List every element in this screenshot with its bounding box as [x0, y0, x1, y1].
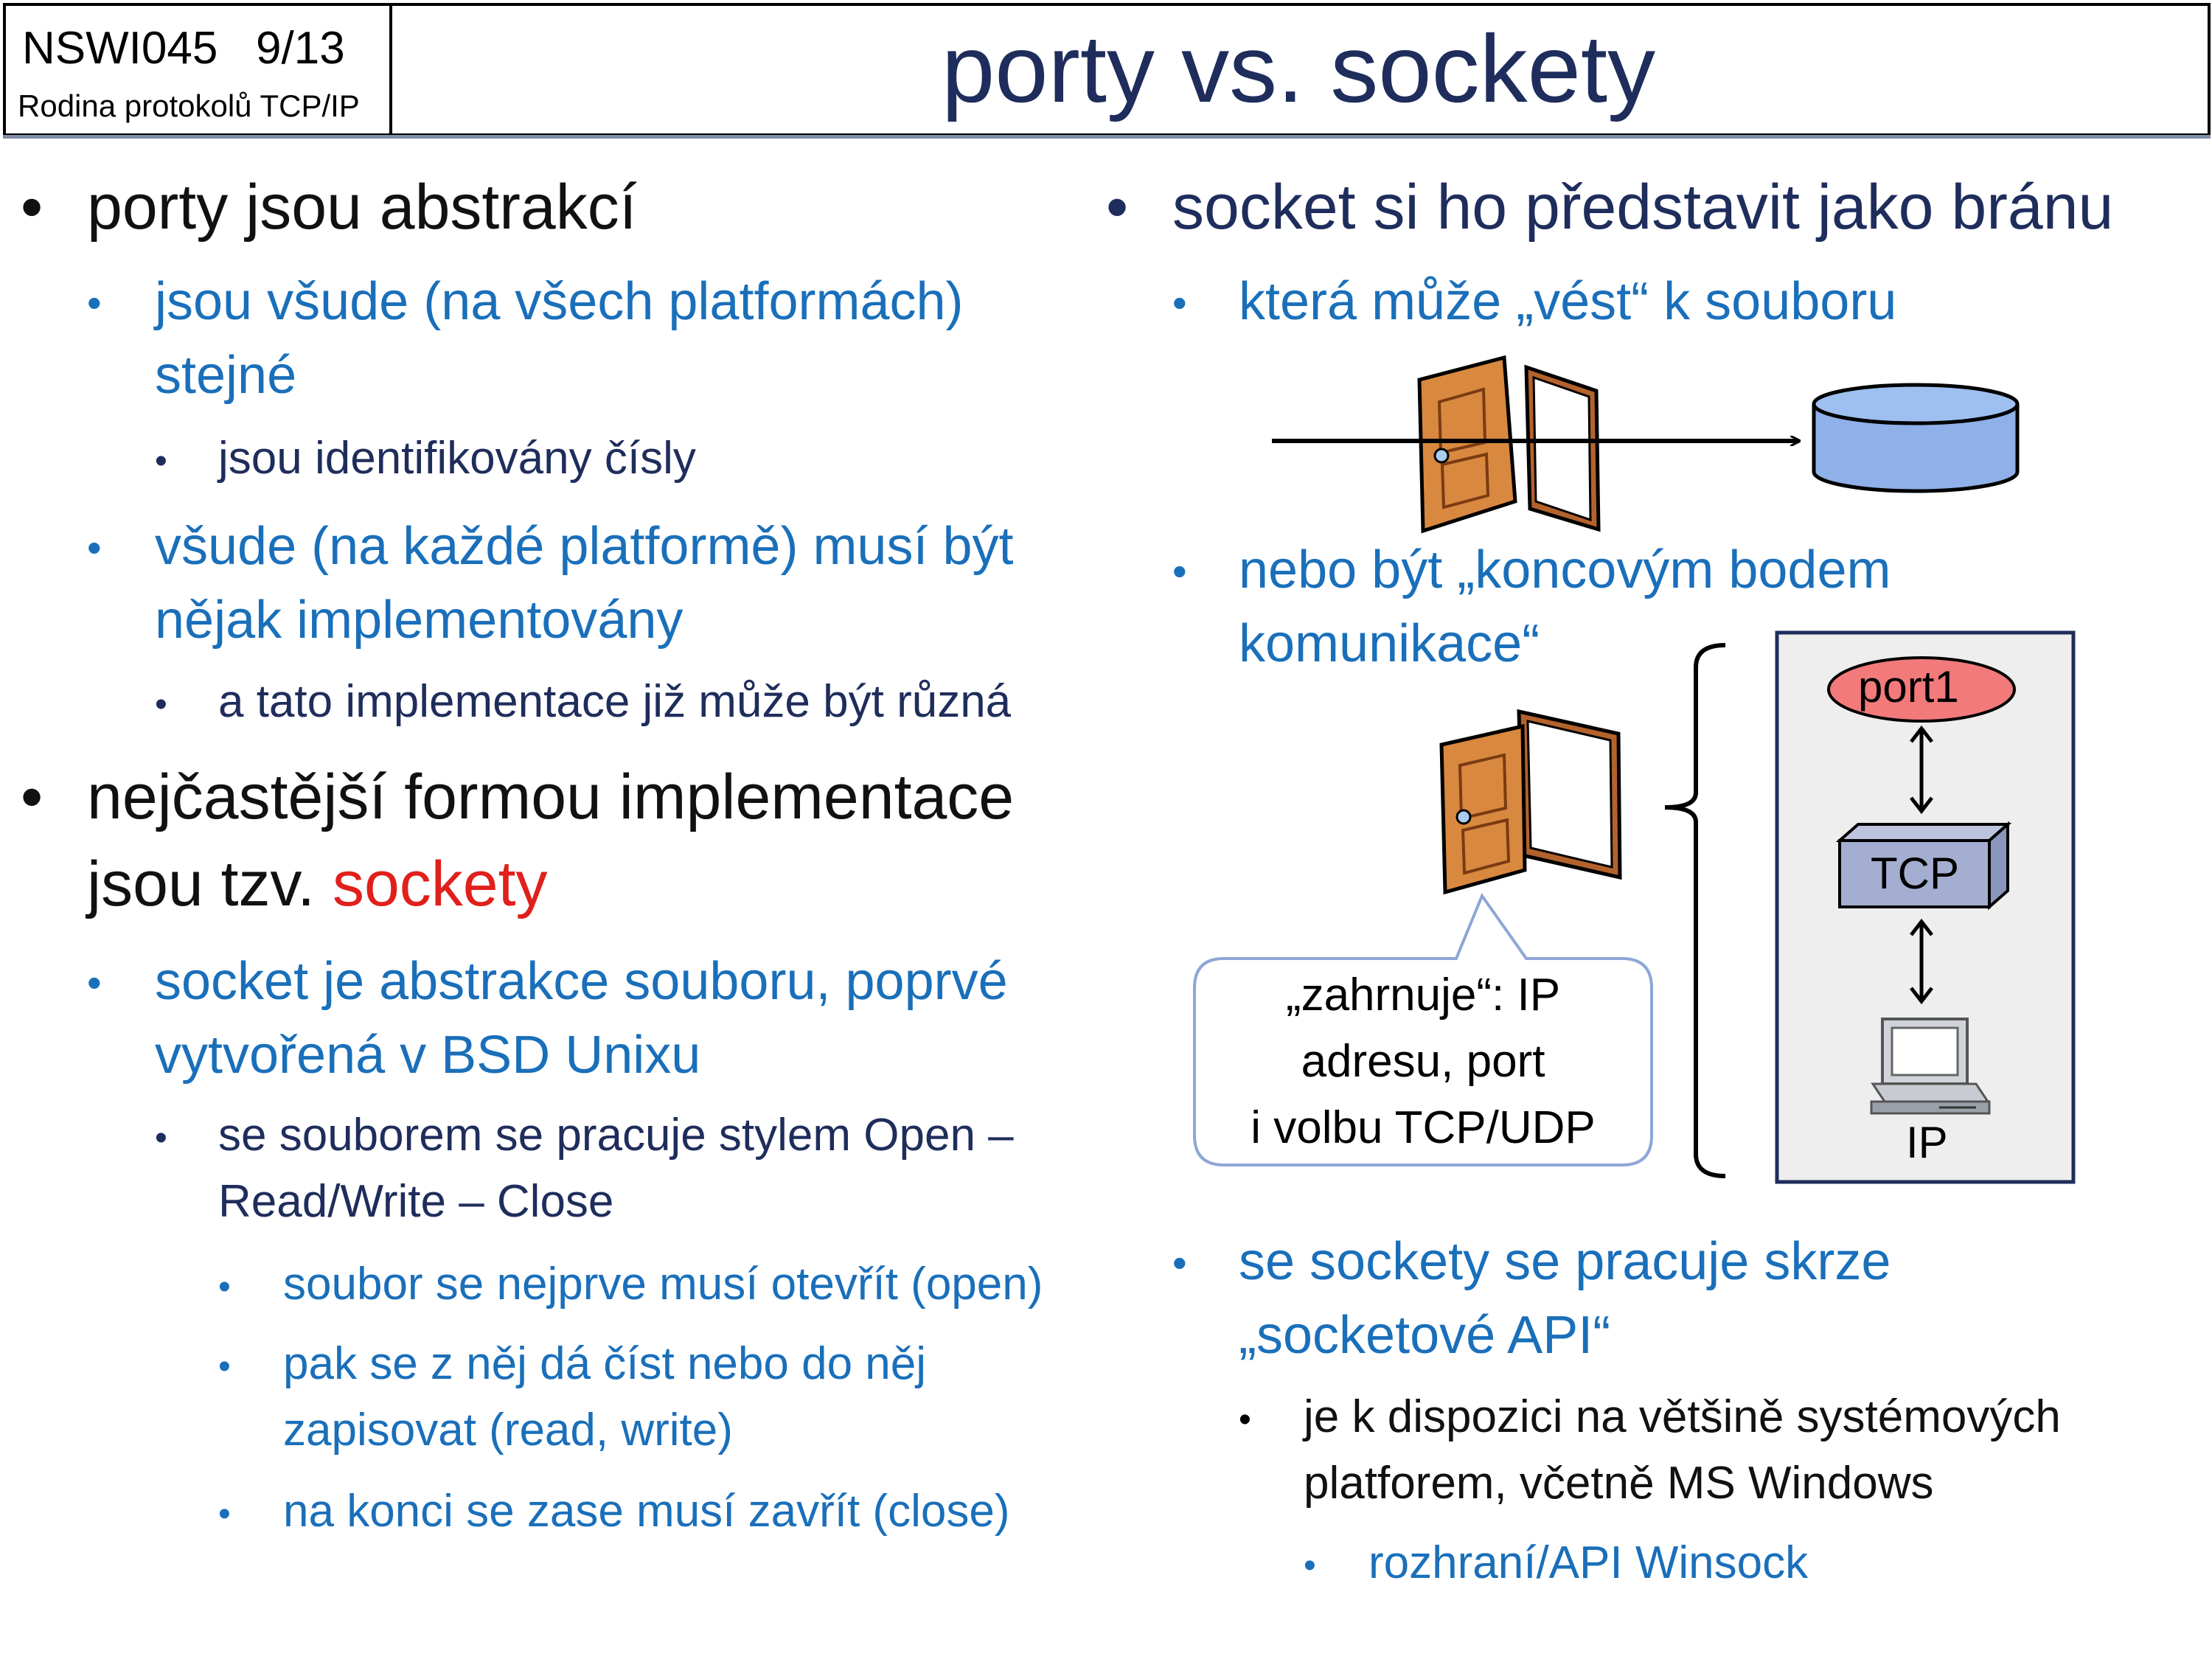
left-item-ports-everywhere-1: jsou všude (na všech platformách): [155, 272, 964, 331]
ip-label: IP: [1906, 1118, 1948, 1167]
left-item-different: a tato implementace již může být různá: [218, 676, 1012, 727]
bullet-dot: •: [87, 959, 102, 1006]
right-item-api-2: „socketové API“: [1239, 1306, 1611, 1365]
left-item-read-write-1: pak se z něj dá číst nebo do něj: [283, 1338, 927, 1389]
bullet-dot: •: [1172, 1239, 1187, 1286]
bullet-dot: •: [87, 524, 102, 571]
header-rule: [3, 135, 2211, 139]
right-item-endpoint-2: komunikace“: [1239, 614, 1540, 673]
page-title: porty vs. sockety: [941, 15, 1656, 122]
bullet-dot: •: [218, 1267, 231, 1307]
bullet-dot: •: [1172, 279, 1187, 326]
right-item-winsock: rozhraní/API Winsock: [1368, 1537, 1809, 1588]
bullet-dot: •: [218, 1495, 231, 1534]
bullet-dot: •: [1172, 548, 1187, 594]
left-item-open: soubor se nejprve musí otevřít (open): [283, 1259, 1043, 1310]
left-item-sockets-2: jsou tzv. sockety: [87, 849, 548, 919]
tcp-label: TCP: [1871, 849, 1959, 898]
left-item-open-close-2: Read/Write – Close: [218, 1176, 614, 1227]
right-item-endpoint-1: nebo být „koncovým bodem: [1239, 540, 1891, 599]
left-item-implemented-1: všude (na každé platformě) musí být: [155, 517, 1014, 576]
bullet-dot: •: [155, 442, 167, 481]
callout-text: „zahrnuje“: IP adresu, port i volbu TCP/…: [1209, 962, 1637, 1161]
curly-brace: [1664, 643, 1726, 1178]
port-oval: [1827, 656, 2016, 723]
course-code: NSWI045 9/13: [22, 23, 345, 74]
right-item-platforms-2: platforem, včetně MS Windows: [1304, 1458, 1934, 1509]
bullet-dot: •: [21, 762, 44, 832]
bullet-dot: •: [155, 1119, 167, 1158]
bullet-dot: •: [1304, 1546, 1316, 1585]
left-item-abstraction-1: socket je abstrakce souboru, poprvé: [155, 952, 1008, 1011]
bullet-dot: •: [218, 1347, 231, 1386]
header-course-box: NSWI045 9/13 Rodina protokolů TCP/IP: [3, 3, 392, 136]
door-icon: [1439, 709, 1622, 895]
highlight-sockets: sockety: [332, 849, 548, 919]
double-arrow-icon: [1910, 725, 1933, 815]
computer-icon: [1870, 1018, 1991, 1115]
right-item-platforms-1: je k dispozici na většině systémových: [1304, 1391, 2061, 1442]
left-item-ports: porty jsou abstrakcí: [87, 172, 637, 243]
door-icon: [1417, 355, 1601, 534]
callout-line-2: adresu, port: [1301, 1036, 1545, 1087]
left-item-read-write-2: zapisovat (read, write): [283, 1405, 733, 1455]
right-item-api-1: se sockety se pracuje skrze: [1239, 1232, 1891, 1291]
left-item-sockets-1: nejčastější formou implementace: [87, 762, 1015, 832]
double-arrow-icon: [1910, 918, 1933, 1005]
left-item-numbers: jsou identifikovány čísly: [218, 433, 696, 484]
bullet-dot: •: [1106, 172, 1129, 243]
bullet-dot: •: [21, 172, 44, 243]
port-label: port1: [1858, 662, 1959, 712]
callout-line-1: „zahrnuje“: IP: [1285, 970, 1561, 1020]
bullet-dot: •: [87, 279, 102, 326]
left-item-abstraction-2: vytvořená v BSD Unixu: [155, 1026, 701, 1085]
page-number: 9/13: [256, 23, 345, 74]
bullet-dot: •: [1239, 1400, 1251, 1439]
left-item-open-close-1: se souborem se pracuje stylem Open –: [218, 1110, 1014, 1161]
tcp-box: [1835, 821, 2012, 911]
database-cylinder-icon: [1812, 383, 2020, 493]
right-item-file: která může „vést“ k souboru: [1239, 272, 1897, 331]
left-item-close: na konci se zase musí zavřít (close): [283, 1486, 1010, 1537]
left-item-implemented-2: nějak implementovány: [155, 591, 684, 650]
callout-bubble: [1193, 892, 1653, 1166]
bullet-dot: •: [155, 685, 167, 724]
left-item-ports-everywhere-2: stejné: [155, 346, 297, 405]
right-item-gate: socket si ho představit jako bránu: [1172, 172, 2114, 243]
callout-line-3: i volbu TCP/UDP: [1251, 1102, 1596, 1153]
course-subtitle: Rodina protokolů TCP/IP: [18, 88, 360, 123]
